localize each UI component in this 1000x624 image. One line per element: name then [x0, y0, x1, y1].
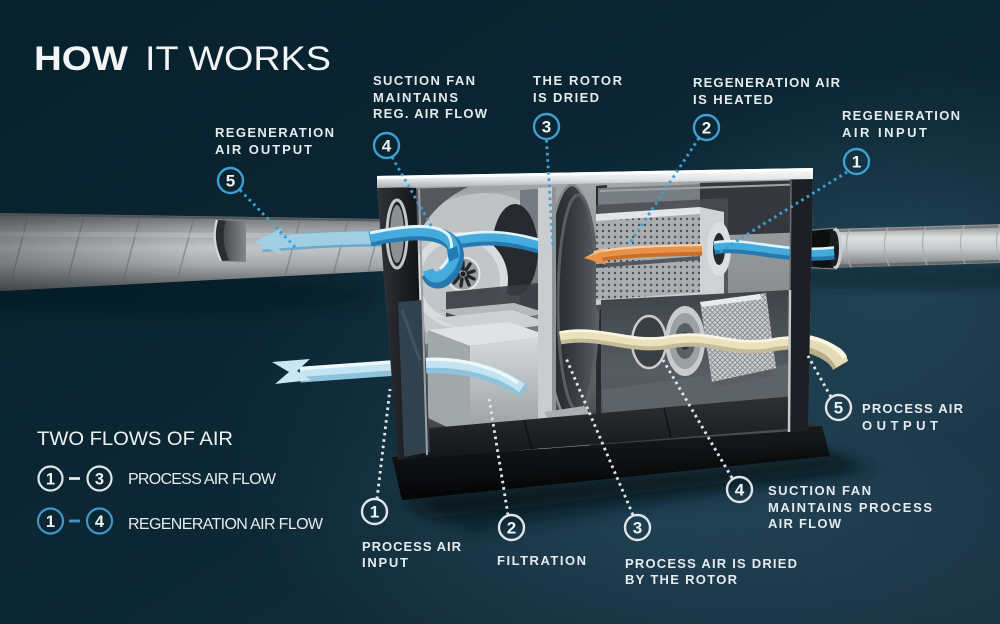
svg-text:REGENERATION AIR: REGENERATION AIR: [693, 75, 841, 90]
svg-text:REGENERATION: REGENERATION: [215, 125, 334, 140]
svg-text:4: 4: [735, 481, 745, 500]
svg-text:2: 2: [507, 519, 516, 538]
svg-text:IT WORKS: IT WORKS: [145, 40, 331, 78]
svg-text:SUCTION FAN: SUCTION FAN: [768, 483, 871, 498]
svg-text:AIR FLOW: AIR FLOW: [768, 516, 842, 531]
svg-text:TWO FLOWS OF AIR: TWO FLOWS OF AIR: [37, 428, 233, 450]
svg-text:MAINTAINS PROCESS: MAINTAINS PROCESS: [768, 500, 932, 515]
svg-text:MAINTAINS: MAINTAINS: [373, 90, 458, 105]
svg-text:INPUT: INPUT: [362, 555, 408, 570]
svg-text:THE ROTOR: THE ROTOR: [533, 73, 623, 88]
svg-text:1: 1: [852, 153, 861, 172]
svg-text:SUCTION FAN: SUCTION FAN: [373, 73, 475, 88]
svg-text:REGENERATION: REGENERATION: [842, 108, 960, 123]
svg-text:3: 3: [95, 471, 104, 489]
svg-text:PROCESS AIR: PROCESS AIR: [862, 401, 964, 416]
svg-text:IS DRIED: IS DRIED: [533, 90, 599, 105]
svg-text:5: 5: [226, 172, 235, 191]
svg-text:1: 1: [46, 471, 55, 489]
svg-text:3: 3: [633, 519, 642, 538]
svg-text:AIR OUTPUT: AIR OUTPUT: [215, 142, 312, 157]
svg-text:HOW: HOW: [34, 40, 128, 78]
svg-text:PROCESS AIR: PROCESS AIR: [362, 539, 462, 554]
svg-text:1: 1: [46, 513, 55, 531]
svg-text:4: 4: [95, 513, 105, 531]
svg-text:BY THE ROTOR: BY THE ROTOR: [625, 572, 738, 587]
svg-text:PROCESS AIR IS DRIED: PROCESS AIR IS DRIED: [625, 556, 797, 571]
svg-text:REG. AIR FLOW: REG. AIR FLOW: [373, 106, 488, 121]
svg-text:PROCESS AIR FLOW: PROCESS AIR FLOW: [128, 471, 277, 488]
svg-text:3: 3: [542, 118, 551, 137]
svg-text:AIR INPUT: AIR INPUT: [842, 125, 927, 140]
svg-text:REGENERATION AIR FLOW: REGENERATION AIR FLOW: [128, 516, 324, 533]
svg-text:4: 4: [382, 137, 392, 156]
svg-text:2: 2: [702, 119, 711, 138]
svg-text:5: 5: [834, 399, 843, 418]
svg-text:1: 1: [370, 503, 379, 522]
